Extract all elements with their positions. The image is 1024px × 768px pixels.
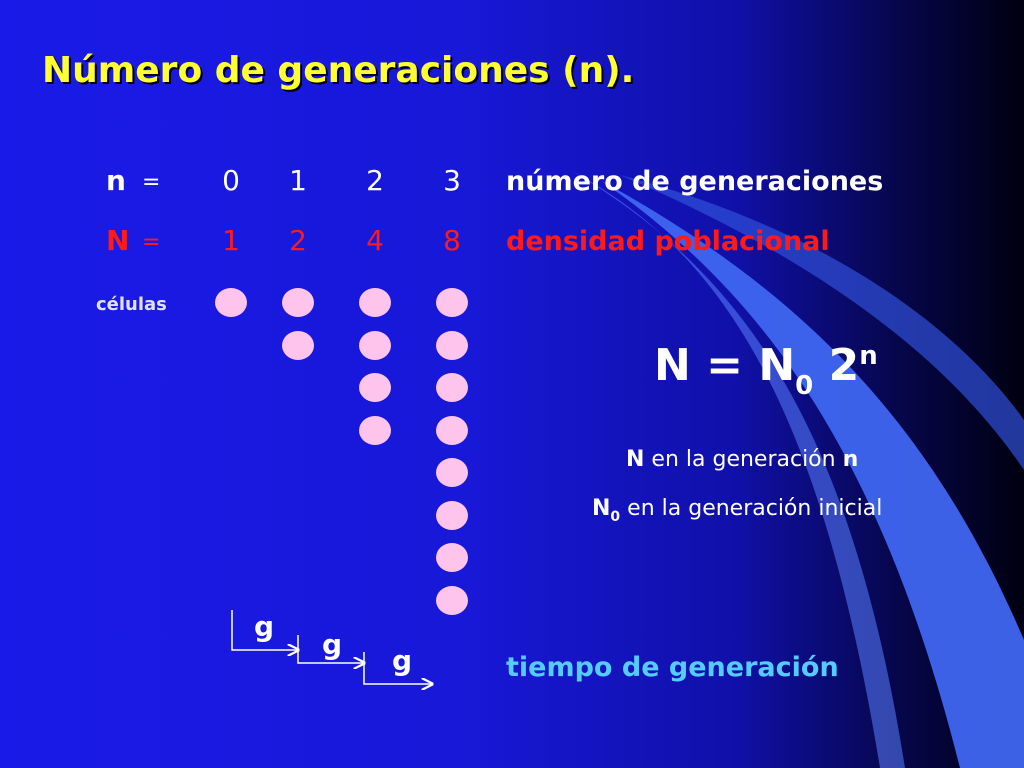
generation-value-2: 2: [366, 164, 384, 197]
generations-label: n: [106, 164, 126, 197]
density-description: densidad poblacional: [506, 226, 830, 257]
cells-label: células: [96, 294, 167, 315]
cell-dot: [436, 415, 468, 445]
density-value-2: 4: [366, 224, 384, 257]
generations-description: número de generaciones: [506, 166, 884, 197]
growth-formula: N = N0 2n: [654, 340, 878, 401]
generation-value-0: 0: [222, 164, 240, 197]
cell-dot: [436, 330, 468, 360]
cell-dot: [282, 330, 314, 360]
cell-dot: [359, 288, 391, 317]
legend-1-text: en la generación: [644, 447, 843, 472]
formula-exponent: n: [859, 341, 878, 371]
cell-dot: [436, 585, 468, 615]
page-title: Número de generaciones (n).: [42, 50, 635, 91]
density-value-1: 2: [289, 224, 307, 257]
cell-dot: [359, 373, 391, 402]
legend-2-symbol: N: [592, 496, 611, 521]
cell-dot: [215, 288, 247, 317]
cell-dot: [436, 373, 468, 402]
g-marker-2: g: [322, 628, 343, 661]
generation-time-label: tiempo de generación: [506, 652, 839, 683]
formula-subscript: 0: [795, 371, 814, 401]
generation-value-1: 1: [289, 164, 307, 197]
density-value-0: 1: [222, 224, 240, 257]
density-value-3: 8: [443, 224, 461, 257]
cell-dot: [436, 500, 468, 530]
cell-dot: [436, 458, 468, 487]
g-marker-3: g: [392, 644, 413, 677]
cell-dot: [359, 415, 391, 445]
legend-1-variable: n: [842, 447, 859, 472]
formula-base: 2: [828, 340, 860, 391]
cell-dot: [282, 288, 314, 317]
density-label: N: [106, 224, 130, 257]
legend-2-subscript: 0: [610, 509, 621, 525]
legend-1-symbol: N: [626, 447, 645, 472]
cell-dot: [436, 543, 468, 572]
g-marker-1: g: [254, 610, 275, 643]
legend-2-text: en la generación inicial: [620, 496, 883, 521]
generations-equals: =: [142, 170, 161, 195]
legend-line-2: N0 en la generación inicial: [592, 496, 883, 525]
formula-lhs: N = N: [654, 340, 796, 391]
cell-dot: [436, 288, 468, 317]
cell-dot: [359, 330, 391, 360]
generation-value-3: 3: [443, 164, 461, 197]
density-equals: =: [142, 230, 161, 255]
legend-line-1: N en la generación n: [626, 447, 858, 472]
